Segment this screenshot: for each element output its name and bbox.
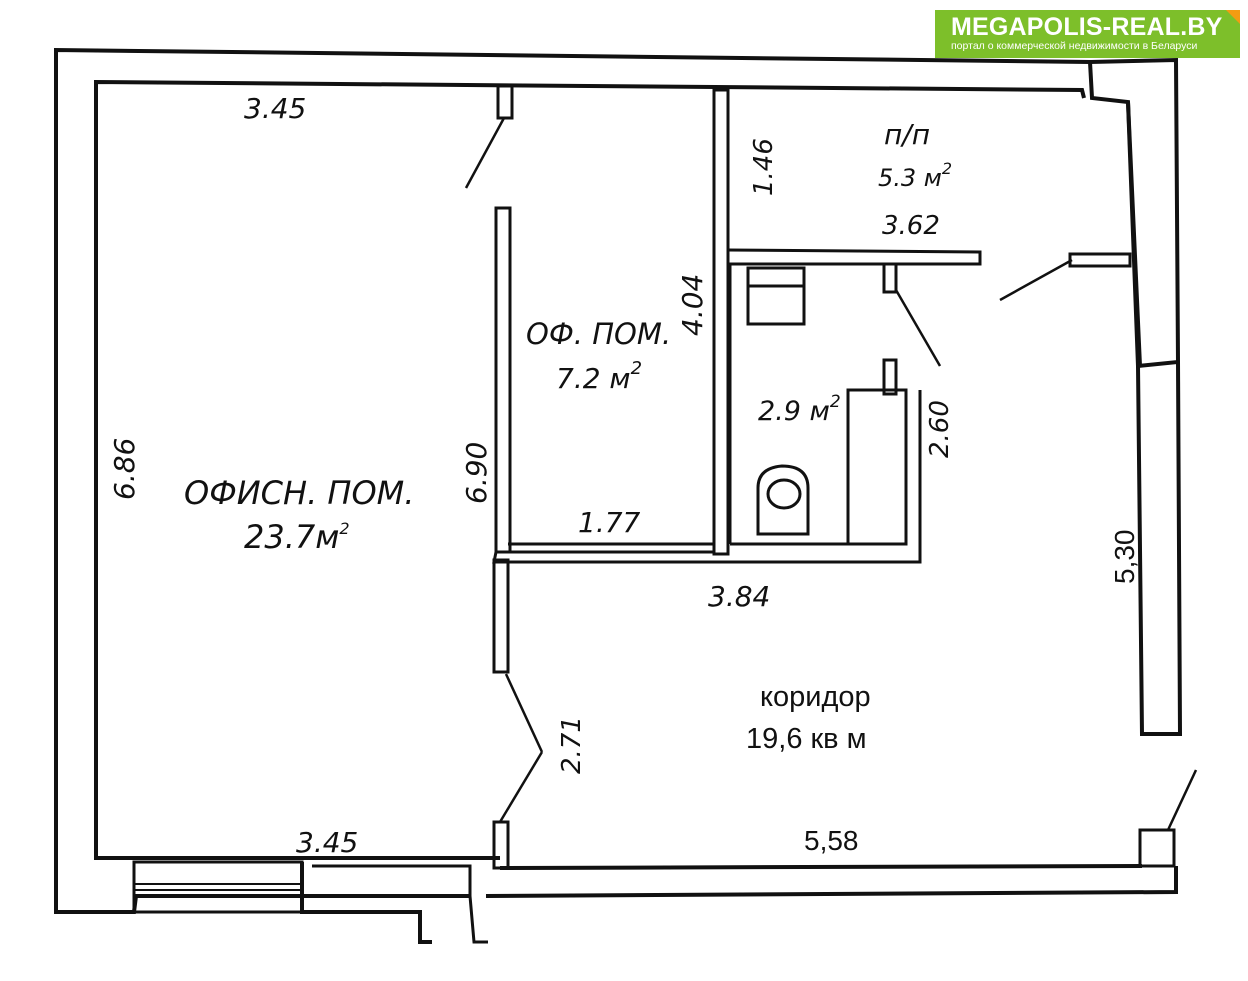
fixtures	[746, 266, 810, 536]
dim-office-main-left: 6.86	[108, 438, 141, 500]
door-entrance	[1166, 769, 1198, 831]
dim-storage-height: 1.46	[749, 138, 779, 196]
dim-office-small-height: 4.04	[676, 274, 709, 336]
bathroom-partition	[846, 388, 908, 546]
dim-office-small-width: 1.77	[578, 506, 641, 539]
dim-office-main-bottom: 3.45	[296, 826, 358, 859]
dim-corridor-right: 5,30	[1109, 530, 1140, 585]
bathroom-pipe	[882, 358, 898, 396]
dim-corridor-door: 2.71	[557, 716, 587, 774]
outer-walls	[54, 47, 1183, 944]
room-area-storage: 5.3 м2	[878, 159, 952, 192]
column-right-bottom	[1138, 828, 1176, 868]
door-corridor-upper	[504, 673, 544, 753]
room-area-corridor: 19,6 кв м	[746, 723, 867, 755]
right-wall-lower	[1136, 361, 1183, 736]
wall-storage-bottom	[727, 248, 982, 266]
logo-title: MEGAPOLIS-REAL.BY	[951, 13, 1223, 41]
dim-corridor-bottom: 5,58	[804, 825, 859, 856]
door-storage	[999, 258, 1073, 302]
sink-icon	[746, 266, 806, 326]
dim-storage-width: 3.62	[882, 211, 940, 241]
dim-office-main-right: 6.90	[460, 442, 493, 504]
interior-walls	[492, 84, 1132, 870]
door-swings	[464, 117, 1198, 831]
bottom-wall-outer	[485, 866, 1178, 898]
dim-office-main-top: 3.45	[244, 92, 306, 125]
partition-office-left-lower	[492, 558, 510, 674]
room-name-office-main: ОФИСН. ПОМ.	[184, 474, 414, 512]
storage-door-jamb	[1068, 252, 1132, 268]
partition-door-bottom	[492, 820, 510, 870]
toilet-icon	[756, 464, 810, 536]
outer-wall-inner-line	[94, 79, 1086, 860]
door-corridor-lower	[498, 751, 544, 823]
room-name-storage: п/п	[884, 118, 930, 151]
logo-corner	[1226, 10, 1240, 24]
dim-corridor-top: 3.84	[708, 580, 770, 613]
room-labels: ОФИСН. ПОМ. 23.7м2 ОФ. ПОМ. 7.2 м2 п/п 5…	[184, 118, 952, 755]
entrance-step	[300, 862, 432, 944]
wall-rooms-bottom	[508, 542, 716, 554]
bottom-wall-inner	[499, 864, 1143, 870]
wall-office-storage	[712, 88, 730, 556]
partition-door-top	[496, 84, 514, 120]
door-bathroom	[894, 289, 942, 367]
door-office-main	[464, 117, 506, 189]
room-area-bathroom: 2.9 м2	[758, 392, 841, 427]
dimension-labels: 3.45 3.45 6.86 6.90 1.77 4.04 1.46 3.62 …	[108, 92, 1140, 859]
right-wall-upper	[1089, 57, 1181, 369]
bathroom-door-jamb	[882, 262, 898, 294]
site-logo[interactable]: MEGAPOLIS-REAL.BY портал о коммерческой …	[935, 10, 1240, 58]
logo-subtitle: портал о коммерческой недвижимости в Бел…	[951, 40, 1198, 52]
partition-office-left	[494, 206, 512, 554]
room-name-corridor: коридор	[760, 681, 871, 713]
room-area-office-main: 23.7м2	[244, 518, 350, 556]
room-name-office-small: ОФ. ПОМ.	[526, 317, 671, 351]
window-bottom-left	[132, 860, 304, 914]
dim-bathroom-height: 2.60	[925, 400, 955, 458]
room-area-office-small: 7.2 м2	[556, 358, 642, 395]
